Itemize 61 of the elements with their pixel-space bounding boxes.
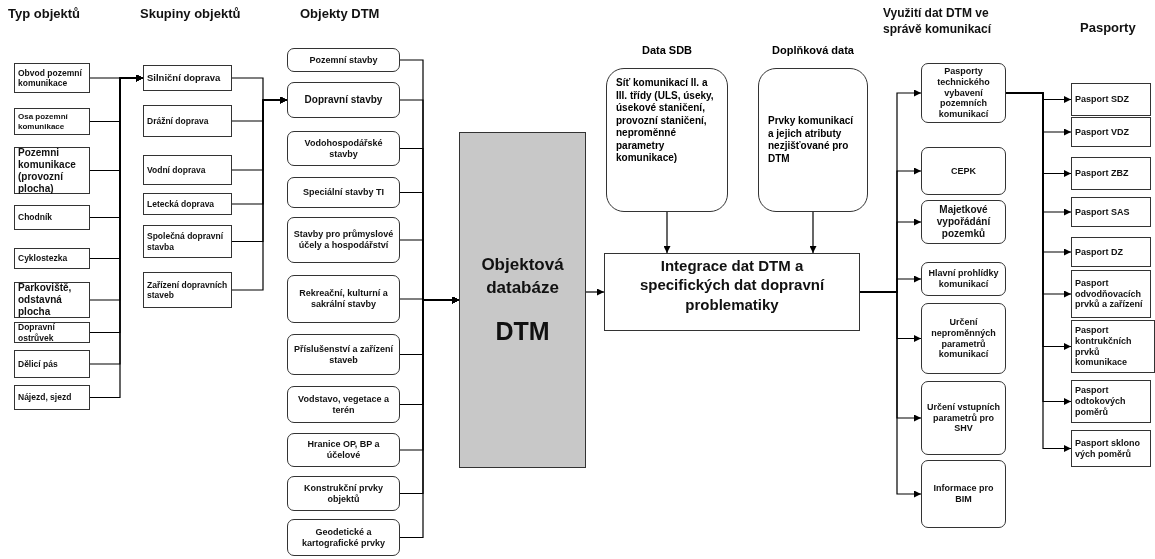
process-box: Zařízení dopravních staveb xyxy=(143,272,232,308)
column-heading: Využití dat DTM ve správě komunikací xyxy=(883,6,993,38)
rounded-box: Určení vstupních parametrů pro SHV xyxy=(921,381,1006,455)
column-heading: Pasporty xyxy=(1080,20,1136,35)
arrow xyxy=(585,288,605,296)
process-box: Chodník xyxy=(14,205,90,230)
rounded-box: Hlavní prohlídky komunikací xyxy=(921,262,1006,296)
box-label: DTM xyxy=(495,316,550,346)
box-title: Objektová databáze xyxy=(480,254,565,299)
rounded-box: Majetkové vypořádání pozemků xyxy=(921,200,1006,244)
rounded-box: Konstrukční prvky objektů xyxy=(287,476,400,511)
process-box: Drážní doprava xyxy=(143,105,232,137)
process-box: Integrace dat DTM a specifických dat dopravní problematiky xyxy=(604,253,860,331)
arrow xyxy=(399,296,460,539)
rounded-box: Vodstavo, vegetace a terén xyxy=(287,386,400,423)
process-box: Pasport odvodňovacích prvků a zařízení xyxy=(1071,270,1151,318)
rounded-box: Stavby pro průmyslové účely a hospodářství xyxy=(287,217,400,263)
rounded-box: Pozemní stavby xyxy=(287,48,400,72)
arrow xyxy=(663,211,671,254)
process-box: Pasport ZBZ xyxy=(1071,157,1151,190)
process-box: Pasport VDZ xyxy=(1071,117,1151,147)
database-box xyxy=(459,132,586,468)
column-heading: Objekty DTM xyxy=(300,6,380,21)
box-heading: Data SDB xyxy=(640,44,694,56)
rounded-box: Geodetické a kartografické prvky xyxy=(287,519,400,556)
rounded-box: CEPK xyxy=(921,147,1006,195)
rounded-box: Pasporty technického vybavení pozemních komunikací xyxy=(921,63,1006,123)
rounded-box: Určení neproměnných parametrů komunikací xyxy=(921,303,1006,374)
process-box: Obvod pozemní komunikace xyxy=(14,63,90,93)
process-box: Osa pozemní komunikace xyxy=(14,108,90,135)
arrow xyxy=(231,96,288,291)
process-box: Dělicí pás xyxy=(14,350,90,378)
process-box: Pasport SDZ xyxy=(1071,83,1151,116)
rounded-box: Dopravní stavby xyxy=(287,82,400,118)
process-box: Silniční doprava xyxy=(143,65,232,91)
process-box: Pasport odtokových poměrů xyxy=(1071,380,1151,423)
process-box: Dopravní ostrůvek xyxy=(14,322,90,343)
rounded-box: Vodohospodářské stavby xyxy=(287,131,400,166)
process-box: Vodní doprava xyxy=(143,155,232,185)
process-box: Cyklostezka xyxy=(14,248,90,269)
arrow xyxy=(809,211,817,254)
rounded-box: Příslušenství a zařízení staveb xyxy=(287,334,400,375)
process-box: Pozemni komunikace (provozní plocha) xyxy=(14,147,90,194)
rounded-box: Hranice OP, BP a účelové xyxy=(287,433,400,467)
process-box: Nájezd, sjezd xyxy=(14,385,90,410)
process-box: Parkoviště, odstavná plocha xyxy=(14,282,90,318)
column-heading: Typ objektů xyxy=(8,6,80,21)
column-heading: Skupiny objektů xyxy=(140,6,241,21)
process-box: Pasport SAS xyxy=(1071,197,1151,227)
rounded-box: Rekreační, kulturní a sakrální stavby xyxy=(287,275,400,323)
arrow xyxy=(859,291,922,498)
process-box: Společná dopravní stavba xyxy=(143,225,232,258)
box-heading: Doplňková data xyxy=(771,44,855,56)
process-box: Letecká doprava xyxy=(143,193,232,215)
rounded-box: Speciální stavby TI xyxy=(287,177,400,208)
data-source-box: Síť komunikací II. a III. třídy (ULS, úseky, úsekové staničení, provozní staničení, neproměnné parametry komunikace) xyxy=(606,68,728,212)
process-box: Pasport kontrukčních prvků komunikace xyxy=(1071,320,1155,373)
process-box: Pasport sklono vých poměrů xyxy=(1071,430,1151,467)
data-source-box: Prvky komunikací a jejich atributy nezjišťované pro DTM xyxy=(758,68,868,212)
rounded-box: Informace pro BIM xyxy=(921,460,1006,528)
process-box: Pasport DZ xyxy=(1071,237,1151,267)
